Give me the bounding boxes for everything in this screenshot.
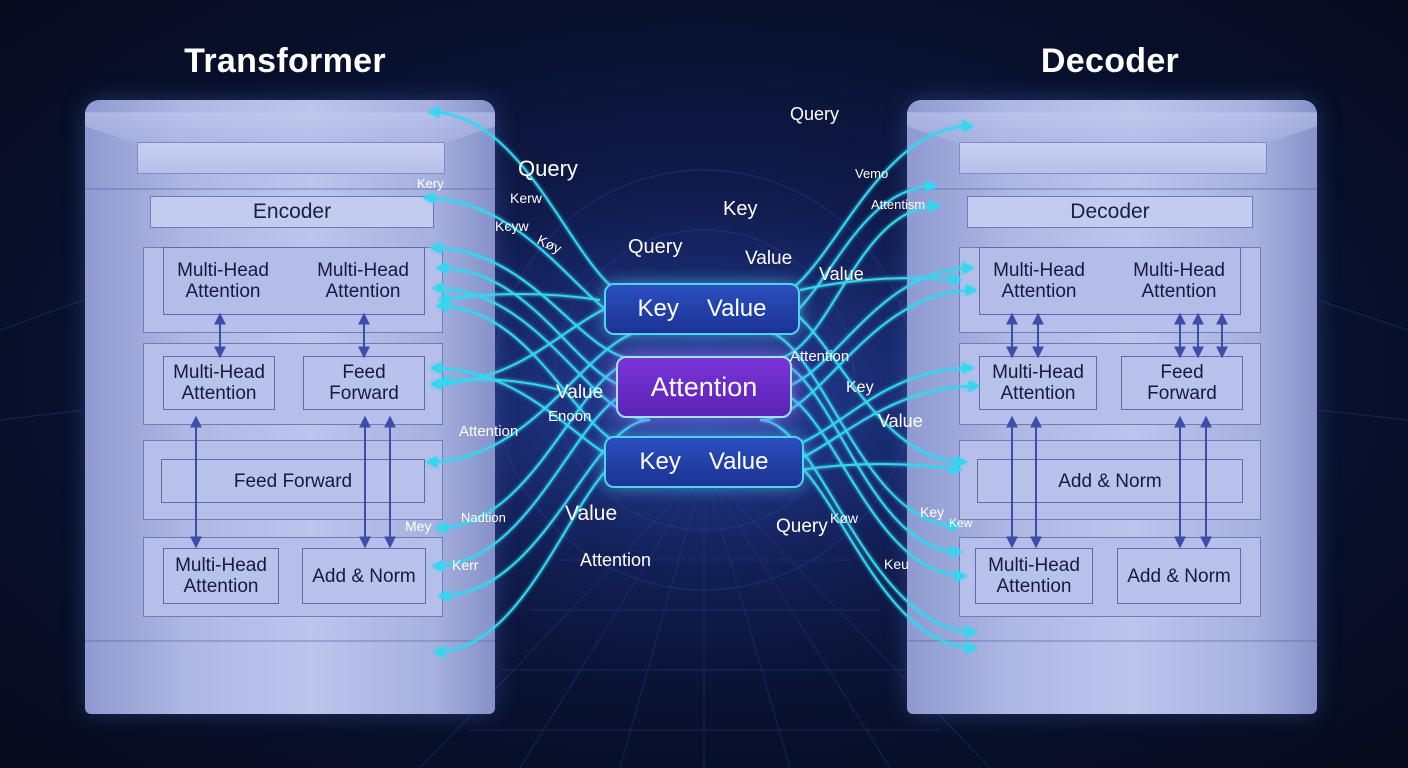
label-attention: Attention bbox=[580, 550, 652, 570]
decoder-tower-top-slab bbox=[959, 142, 1267, 174]
encoder-row4-left[interactable]: Multi-Head Attention bbox=[163, 548, 279, 604]
label-query: Query bbox=[776, 516, 828, 537]
decoder-row1-right[interactable]: Multi-Head Attention bbox=[1133, 260, 1225, 302]
label-value: Value bbox=[878, 411, 923, 431]
label-kerr: Kerr bbox=[452, 557, 479, 573]
label-enoon: Enoon bbox=[548, 408, 592, 425]
label-kew: Kew bbox=[949, 516, 973, 530]
label-keu: Keu bbox=[884, 556, 909, 572]
label-mey: Mey bbox=[405, 518, 432, 534]
decoder-row4-left[interactable]: Multi-Head Attention bbox=[975, 548, 1093, 604]
label-key-variant: Kery bbox=[417, 176, 444, 191]
transformer-title: Transformer bbox=[184, 42, 386, 80]
label-key: Key bbox=[920, 504, 945, 520]
decoder-row2-left[interactable]: Multi-Head Attention bbox=[979, 356, 1097, 410]
encoder-row4-right[interactable]: Add & Norm bbox=[302, 548, 426, 604]
key-bottom-label: Key bbox=[639, 448, 681, 475]
label-value: Value bbox=[819, 264, 864, 284]
label-attention: Attention bbox=[459, 423, 519, 440]
encoder-row2-left[interactable]: Multi-Head Attention bbox=[163, 356, 275, 410]
decoder-tower: Decoder Multi-Head Attention Multi-Head … bbox=[907, 100, 1317, 714]
tower-band bbox=[85, 188, 495, 190]
tower-band bbox=[907, 188, 1317, 190]
label-query: Query bbox=[518, 156, 578, 181]
encoder-header[interactable]: Encoder bbox=[150, 196, 434, 228]
label-key: Key bbox=[846, 379, 874, 396]
label-vemo: Vemo bbox=[855, 166, 889, 181]
decoder-title: Decoder bbox=[1040, 42, 1180, 80]
key-value-top-box[interactable]: Key Value bbox=[604, 283, 800, 335]
encoder-tower: Encoder Multi-Head Attention Multi-Head … bbox=[85, 100, 495, 714]
decoder-row2-right[interactable]: Feed Forward bbox=[1121, 356, 1243, 410]
key-value-bottom-box[interactable]: Key Value bbox=[604, 436, 804, 488]
label-value: Value bbox=[556, 382, 604, 403]
decoder-row1-box bbox=[979, 247, 1241, 315]
decoder-tower-bevel bbox=[907, 112, 1317, 144]
label-attention: Attention bbox=[790, 348, 850, 365]
key-top-label: Key bbox=[637, 295, 679, 322]
encoder-row3-box[interactable]: Feed Forward bbox=[161, 459, 425, 503]
label-value: Value bbox=[565, 502, 618, 525]
label-key-variant: Kerw bbox=[510, 190, 542, 206]
label-query: Query bbox=[628, 236, 683, 258]
label-query: Query bbox=[790, 104, 840, 124]
encoder-tower-top-slab bbox=[137, 142, 445, 174]
encoder-tower-bevel bbox=[85, 112, 495, 144]
encoder-row1-left[interactable]: Multi-Head Attention bbox=[177, 260, 269, 302]
encoder-row1-box bbox=[163, 247, 425, 315]
label-nadtion: Nadtion bbox=[461, 510, 506, 525]
label-attentism: Attentism bbox=[871, 197, 926, 212]
tower-band bbox=[907, 640, 1317, 642]
label-key-variant: Kєyw bbox=[495, 218, 529, 234]
tower-band bbox=[85, 640, 495, 642]
value-top-label: Value bbox=[706, 295, 767, 322]
attention-box[interactable]: Attention bbox=[616, 356, 792, 418]
decoder-row4-right[interactable]: Add & Norm bbox=[1117, 548, 1241, 604]
encoder-row1-right[interactable]: Multi-Head Attention bbox=[317, 260, 409, 302]
label-value: Value bbox=[745, 248, 793, 269]
decoder-row1-left[interactable]: Multi-Head Attention bbox=[993, 260, 1085, 302]
label-kow: Køw bbox=[830, 510, 858, 526]
value-bottom-label: Value bbox=[708, 448, 769, 475]
encoder-row2-right[interactable]: Feed Forward bbox=[303, 356, 425, 410]
decoder-header[interactable]: Decoder bbox=[967, 196, 1253, 228]
decoder-row3-box[interactable]: Add & Norm bbox=[977, 459, 1243, 503]
label-key: Key bbox=[723, 198, 758, 220]
